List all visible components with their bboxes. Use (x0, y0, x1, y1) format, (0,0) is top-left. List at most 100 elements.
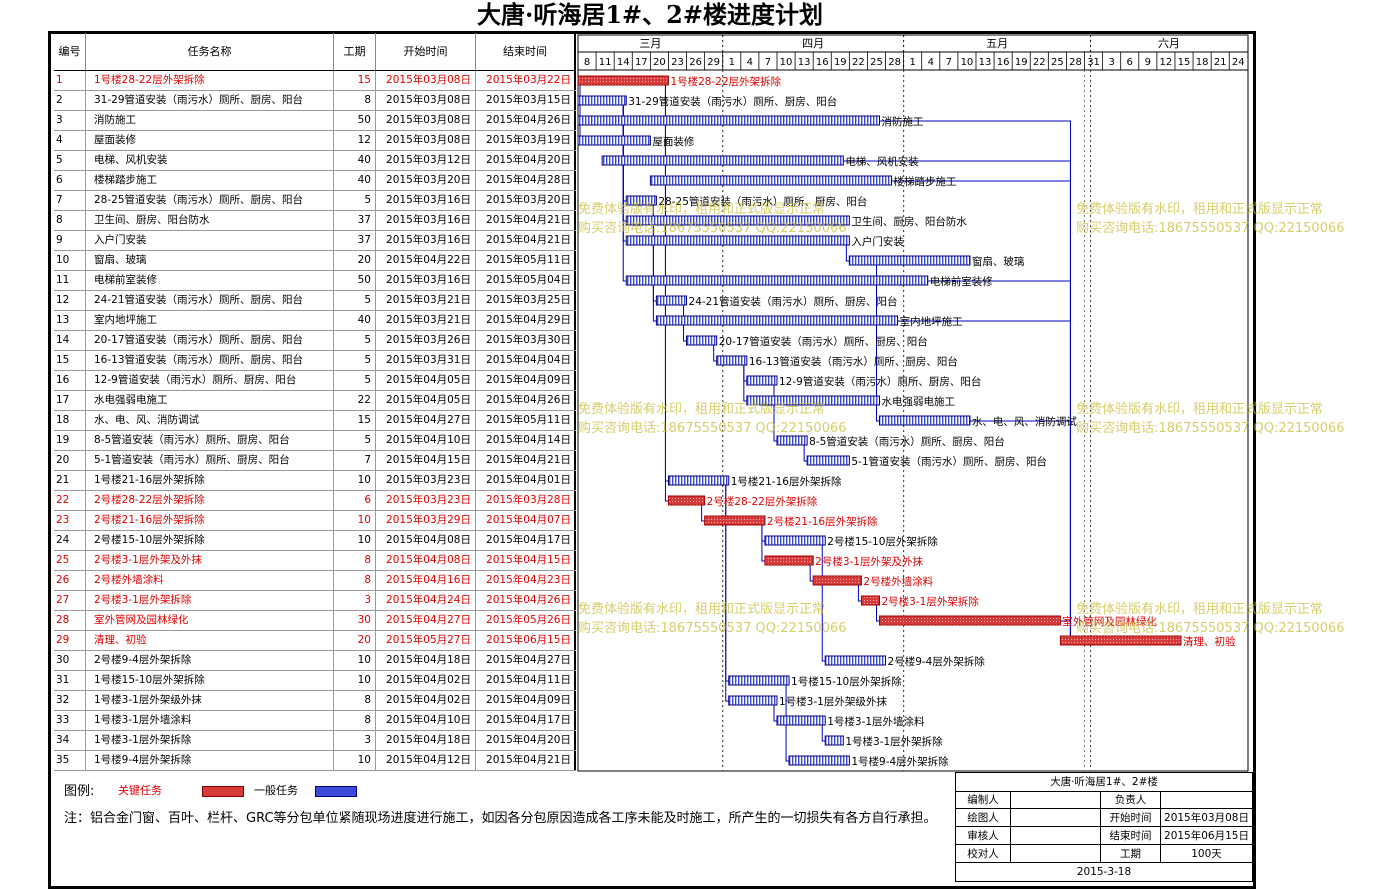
task-start: 2015年04月24日 (376, 591, 476, 610)
task-start: 2015年04月15日 (376, 451, 476, 470)
task-name: 1号楼3-1层外架拆除 (86, 731, 334, 750)
task-duration: 50 (334, 271, 376, 290)
task-duration: 5 (334, 291, 376, 310)
task-name: 楼梯踏步施工 (86, 171, 334, 190)
title-block-project: 大唐·听海居1#、2#楼 (956, 773, 1252, 792)
tb-reviewer-value (1011, 827, 1101, 845)
task-duration: 8 (334, 91, 376, 110)
task-id: 35 (54, 751, 86, 770)
tb-editor-label: 编制人 (956, 791, 1011, 809)
task-id: 31 (54, 671, 86, 690)
task-end: 2015年06月15日 (476, 631, 576, 650)
legend-label: 图例: (64, 784, 95, 799)
task-end: 2015年04月09日 (476, 691, 576, 710)
task-end: 2015年04月21日 (476, 231, 576, 250)
task-id: 28 (54, 611, 86, 630)
task-name: 卫生间、厨房、阳台防水 (86, 211, 334, 230)
task-start: 2015年04月27日 (376, 411, 476, 430)
task-id: 23 (54, 511, 86, 530)
task-id: 20 (54, 451, 86, 470)
task-end: 2015年04月26日 (476, 111, 576, 130)
task-start: 2015年04月05日 (376, 371, 476, 390)
task-id: 4 (54, 131, 86, 150)
task-start: 2015年04月05日 (376, 391, 476, 410)
col-header-end: 结束时间 (476, 33, 576, 71)
task-start: 2015年03月23日 (376, 471, 476, 490)
task-duration: 22 (334, 391, 376, 410)
watermark-text: 购买咨询电话:18675550537 QQ:22150066 (1076, 221, 1345, 236)
tb-duration-label: 工期 (1101, 845, 1161, 863)
task-end: 2015年04月11日 (476, 671, 576, 690)
task-start: 2015年03月21日 (376, 311, 476, 330)
task-id: 14 (54, 331, 86, 350)
task-end: 2015年04月20日 (476, 151, 576, 170)
task-id: 24 (54, 531, 86, 550)
task-name: 16-13管道安装（雨污水）厕所、厨房、阳台 (86, 351, 334, 370)
task-duration: 30 (334, 611, 376, 630)
task-end: 2015年04月17日 (476, 531, 576, 550)
task-start: 2015年03月20日 (376, 171, 476, 190)
task-end: 2015年04月28日 (476, 171, 576, 190)
task-start: 2015年04月02日 (376, 691, 476, 710)
task-end: 2015年04月09日 (476, 371, 576, 390)
task-duration: 20 (334, 251, 376, 270)
watermark-text: 购买咨询电话:18675550537 QQ:22150066 (578, 621, 847, 636)
col-header-start: 开始时间 (376, 33, 476, 71)
task-start: 2015年04月10日 (376, 431, 476, 450)
col-header-id: 编号 (54, 33, 86, 71)
task-start: 2015年04月12日 (376, 751, 476, 770)
tb-duration-value: 100天 (1161, 845, 1252, 863)
task-start: 2015年04月18日 (376, 731, 476, 750)
watermark-text: 购买咨询电话:18675550537 QQ:22150066 (578, 421, 847, 436)
task-end: 2015年04月27日 (476, 651, 576, 670)
task-duration: 5 (334, 371, 376, 390)
task-start: 2015年04月08日 (376, 531, 476, 550)
task-end: 2015年03月30日 (476, 331, 576, 350)
tb-date: 2015-3-18 (1076, 866, 1132, 878)
task-id: 33 (54, 711, 86, 730)
task-name: 消防施工 (86, 111, 334, 130)
task-duration: 40 (334, 311, 376, 330)
task-duration: 40 (334, 151, 376, 170)
task-name: 20-17管道安装（雨污水）厕所、厨房、阳台 (86, 331, 334, 350)
tb-start-label: 开始时间 (1101, 809, 1161, 827)
task-name: 2号楼3-1层外架及外抹 (86, 551, 334, 570)
page-title: 大唐·听海居1#、2#楼进度计划 (477, 0, 823, 29)
task-id: 8 (54, 211, 86, 230)
task-id: 12 (54, 291, 86, 310)
legend-critical-swatch (202, 786, 244, 797)
task-duration: 3 (334, 731, 376, 750)
task-name: 窗扇、玻璃 (86, 251, 334, 270)
task-id: 27 (54, 591, 86, 610)
task-start: 2015年03月31日 (376, 351, 476, 370)
task-duration: 12 (334, 131, 376, 150)
tb-drawer-label: 绘图人 (956, 809, 1011, 827)
task-duration: 20 (334, 631, 376, 650)
task-duration: 7 (334, 451, 376, 470)
task-name: 屋面装修 (86, 131, 334, 150)
task-id: 15 (54, 351, 86, 370)
task-name: 室外管网及园林绿化 (86, 611, 334, 630)
task-id: 30 (54, 651, 86, 670)
task-start: 2015年05月27日 (376, 631, 476, 650)
legend-normal-label: 一般任务 (254, 784, 298, 797)
tb-reviewer-label: 审核人 (956, 827, 1011, 845)
task-duration: 8 (334, 571, 376, 590)
task-end: 2015年03月15日 (476, 91, 576, 110)
